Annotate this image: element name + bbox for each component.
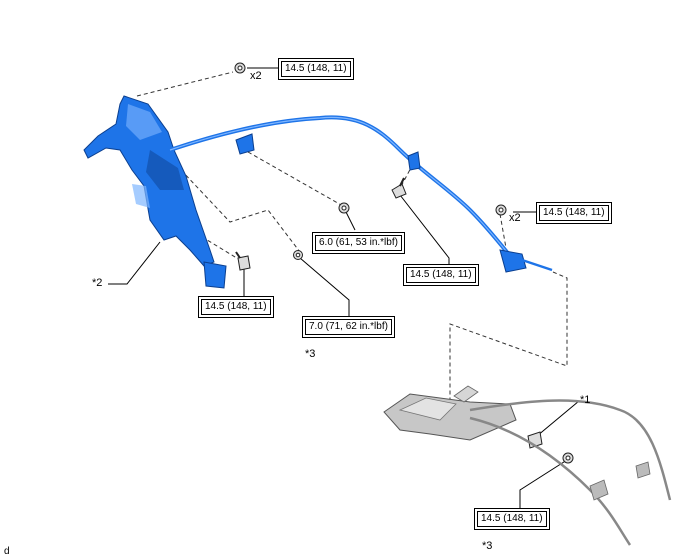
pedal-arm-highlight xyxy=(132,184,150,208)
equalizer-bracket xyxy=(383,393,517,441)
corner-mark: d xyxy=(4,546,10,557)
leader-star1 xyxy=(536,400,580,437)
leader-t3 xyxy=(345,211,356,231)
callout-star2: *2 xyxy=(92,277,103,289)
callout-star3-bottom: *3 xyxy=(482,540,493,552)
nut-center-icon xyxy=(338,202,350,214)
torque-value: 14.5 (148, 11) xyxy=(406,267,476,283)
rear-cable-clip-right xyxy=(635,461,651,479)
leader-lines xyxy=(108,67,580,508)
rear-cable-right xyxy=(469,399,672,501)
cable-highlight xyxy=(169,116,516,263)
leader-star2 xyxy=(108,241,161,285)
bracket-tab xyxy=(453,385,479,403)
bolt-pedal-icon xyxy=(235,251,251,271)
parking-brake-pedal-assembly xyxy=(83,95,227,289)
torque-spec-pedal-bolt: 14.5 (148, 11) xyxy=(198,296,274,318)
rear-cable-clip xyxy=(589,479,609,501)
leader-t4 xyxy=(399,194,450,264)
dash-line-right-nut xyxy=(499,213,507,249)
bracket-highlight xyxy=(126,104,162,140)
bracket-shadow xyxy=(146,150,184,190)
callout-star3-mid: *3 xyxy=(305,348,316,360)
parking-brake-cable xyxy=(169,115,553,273)
dash-line-lower-link xyxy=(449,271,568,400)
torque-spec-mid-nut: 7.0 (71, 62 in.*lbf) xyxy=(302,316,395,338)
torque-value: 14.5 (148, 11) xyxy=(539,205,609,221)
fasteners xyxy=(234,62,574,464)
nut-lower-icon xyxy=(562,452,574,464)
cable-clip-left xyxy=(235,133,255,155)
dash-line-top-nut xyxy=(136,71,234,97)
quantity-label-right: x2 xyxy=(509,212,521,224)
nut-top-icon xyxy=(234,62,246,74)
rear-cable-left xyxy=(469,416,632,546)
pedal-bracket xyxy=(83,95,215,267)
pedal-pad xyxy=(203,261,227,289)
cable-end-bracket xyxy=(499,249,527,273)
nut-right-icon xyxy=(495,204,507,216)
torque-value: 14.5 (148, 11) xyxy=(477,511,547,527)
bolt-cable-icon xyxy=(391,177,407,199)
cable-clip-mid xyxy=(407,151,421,171)
nut-mid-icon xyxy=(293,250,303,260)
torque-value: 7.0 (71, 62 in.*lbf) xyxy=(305,319,392,335)
dash-line-center-nut xyxy=(247,151,344,207)
leader-t6 xyxy=(299,257,350,318)
rear-cable-assembly xyxy=(383,385,672,546)
torque-spec-right: 14.5 (148, 11) xyxy=(536,202,612,224)
dash-line-cable-bolt xyxy=(397,163,414,193)
torque-spec-bottom: 14.5 (148, 11) xyxy=(474,508,550,530)
bracket-face xyxy=(398,397,457,421)
leader-t7 xyxy=(519,459,568,508)
quantity-label-top: x2 xyxy=(250,70,262,82)
cable-end-rod xyxy=(521,258,553,272)
callout-star1: *1 xyxy=(580,394,591,406)
torque-spec-top: 14.5 (148, 11) xyxy=(278,58,354,80)
dash-line-stepped xyxy=(180,169,301,253)
torque-value: 6.0 (61, 53 in.*lbf) xyxy=(315,235,402,251)
torque-value: 14.5 (148, 11) xyxy=(281,61,351,77)
torque-spec-center: 6.0 (61, 53 in.*lbf) xyxy=(312,232,405,254)
torque-value: 14.5 (148, 11) xyxy=(201,299,271,315)
torque-spec-cable-bolt: 14.5 (148, 11) xyxy=(403,264,479,286)
